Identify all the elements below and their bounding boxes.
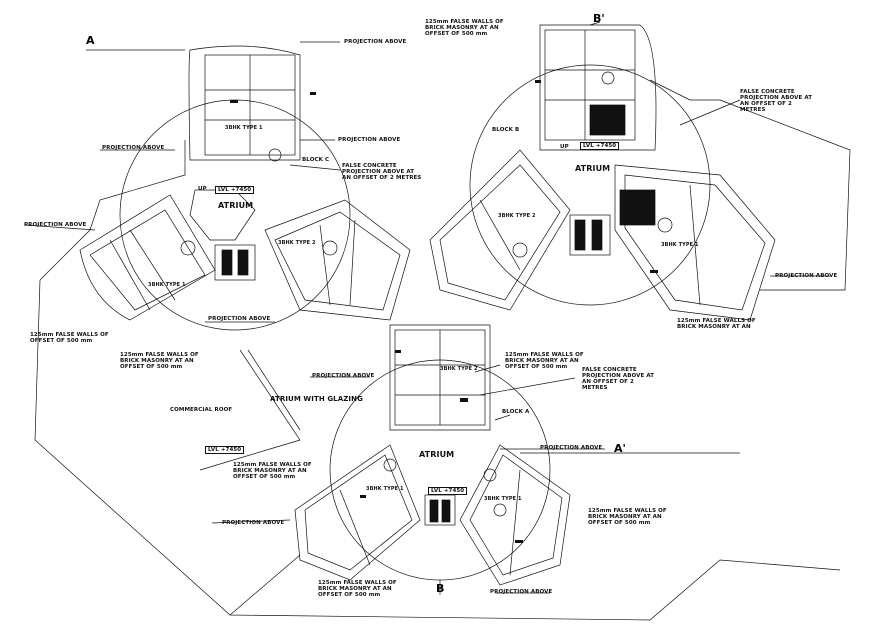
projection-above-label: PROJECTION ABOVE <box>222 520 285 526</box>
false-walls-note: 125mm FALSE WALLS OF BRICK MASONRY AT AN… <box>505 352 584 370</box>
site-boundary <box>39 140 186 281</box>
projection-above-label: PROJECTION ABOVE <box>102 145 165 151</box>
block-c-label: BLOCK C <box>302 157 330 163</box>
section-marker-a-prime: A' <box>614 442 626 455</box>
stair-up-label: UP <box>198 186 207 192</box>
level-tag-b: LVL +7450 <box>580 142 620 150</box>
false-walls-note: 125mm FALSE WALLS OF BRICK MASONRY AT AN <box>677 318 756 330</box>
projection-above-label: PROJECTION ABOVE <box>775 273 838 279</box>
projection-above-label: PROJECTION ABOVE <box>208 316 271 322</box>
atrium-label-b: ATRIUM <box>575 164 611 173</box>
projection-above-label: PROJECTION ABOVE <box>540 445 603 451</box>
room-label: 3BHK TYPE 2 <box>278 240 316 246</box>
block-b <box>429 24 776 321</box>
room-label: 3BHK TYPE 2 <box>498 213 536 219</box>
projection-above-label: PROJECTION ABOVE <box>24 222 87 228</box>
false-concrete-note: FALSE CONCRETE PROJECTION ABOVE AT AN OF… <box>582 367 655 391</box>
site-boundary <box>34 279 841 621</box>
false-walls-note: 125mm FALSE WALLS OF BRICK MASONRY AT AN… <box>588 508 667 526</box>
stair-up-label: UP <box>560 144 569 150</box>
room-label: 3BHK TYPE 1 <box>661 242 699 248</box>
false-walls-note: 125mm FALSE WALLS OF BRICK MASONRY AT AN… <box>318 580 397 598</box>
block-a-label: BLOCK A <box>502 409 530 415</box>
room-label: 3BHK TYPE 2 <box>440 366 478 372</box>
level-tag-roof: LVL +7450 <box>205 446 245 454</box>
false-walls-note: 125mm FALSE WALLS OF BRICK MASONRY AT AN… <box>425 19 504 37</box>
false-concrete-note: FALSE CONCRETE PROJECTION ABOVE AT AN OF… <box>342 163 422 181</box>
section-marker-b-prime: B' <box>593 12 605 25</box>
projection-above-label: PROJECTION ABOVE <box>490 589 553 595</box>
section-marker-b: B <box>436 582 445 595</box>
false-concrete-note: FALSE CONCRETE PROJECTION ABOVE AT AN OF… <box>740 89 813 113</box>
block-b-label: BLOCK B <box>492 127 520 133</box>
room-label: 3BHK TYPE 1 <box>225 125 263 131</box>
atrium-label-c: ATRIUM <box>218 201 254 210</box>
atrium-glazing-label: ATRIUM WITH GLAZING <box>270 395 363 403</box>
level-tag-c: LVL +7450 <box>215 186 255 194</box>
room-label: 3BHK TYPE 1 <box>366 486 404 492</box>
projection-above-label: PROJECTION ABOVE <box>312 373 375 379</box>
section-marker-a: A <box>86 34 95 47</box>
level-tag-a: LVL +7450 <box>428 487 468 495</box>
false-walls-note: 125mm FALSE WALLS OF BRICK MASONRY AT AN… <box>120 352 199 370</box>
atrium-label-a: ATRIUM <box>419 450 455 459</box>
block-a <box>294 324 571 586</box>
commercial-roof-label: COMMERCIAL ROOF <box>170 407 233 413</box>
room-label: 3BHK TYPE 1 <box>148 282 186 288</box>
projection-above-label: PROJECTION ABOVE <box>344 39 407 45</box>
false-walls-note: 125mm FALSE WALLS OF OFFSET OF 500 mm <box>30 332 109 344</box>
false-walls-note: 125mm FALSE WALLS OF BRICK MASONRY AT AN… <box>233 462 312 480</box>
block-c <box>79 45 411 331</box>
projection-above-label: PROJECTION ABOVE <box>338 137 401 143</box>
room-label: 3BHK TYPE 1 <box>484 496 522 502</box>
